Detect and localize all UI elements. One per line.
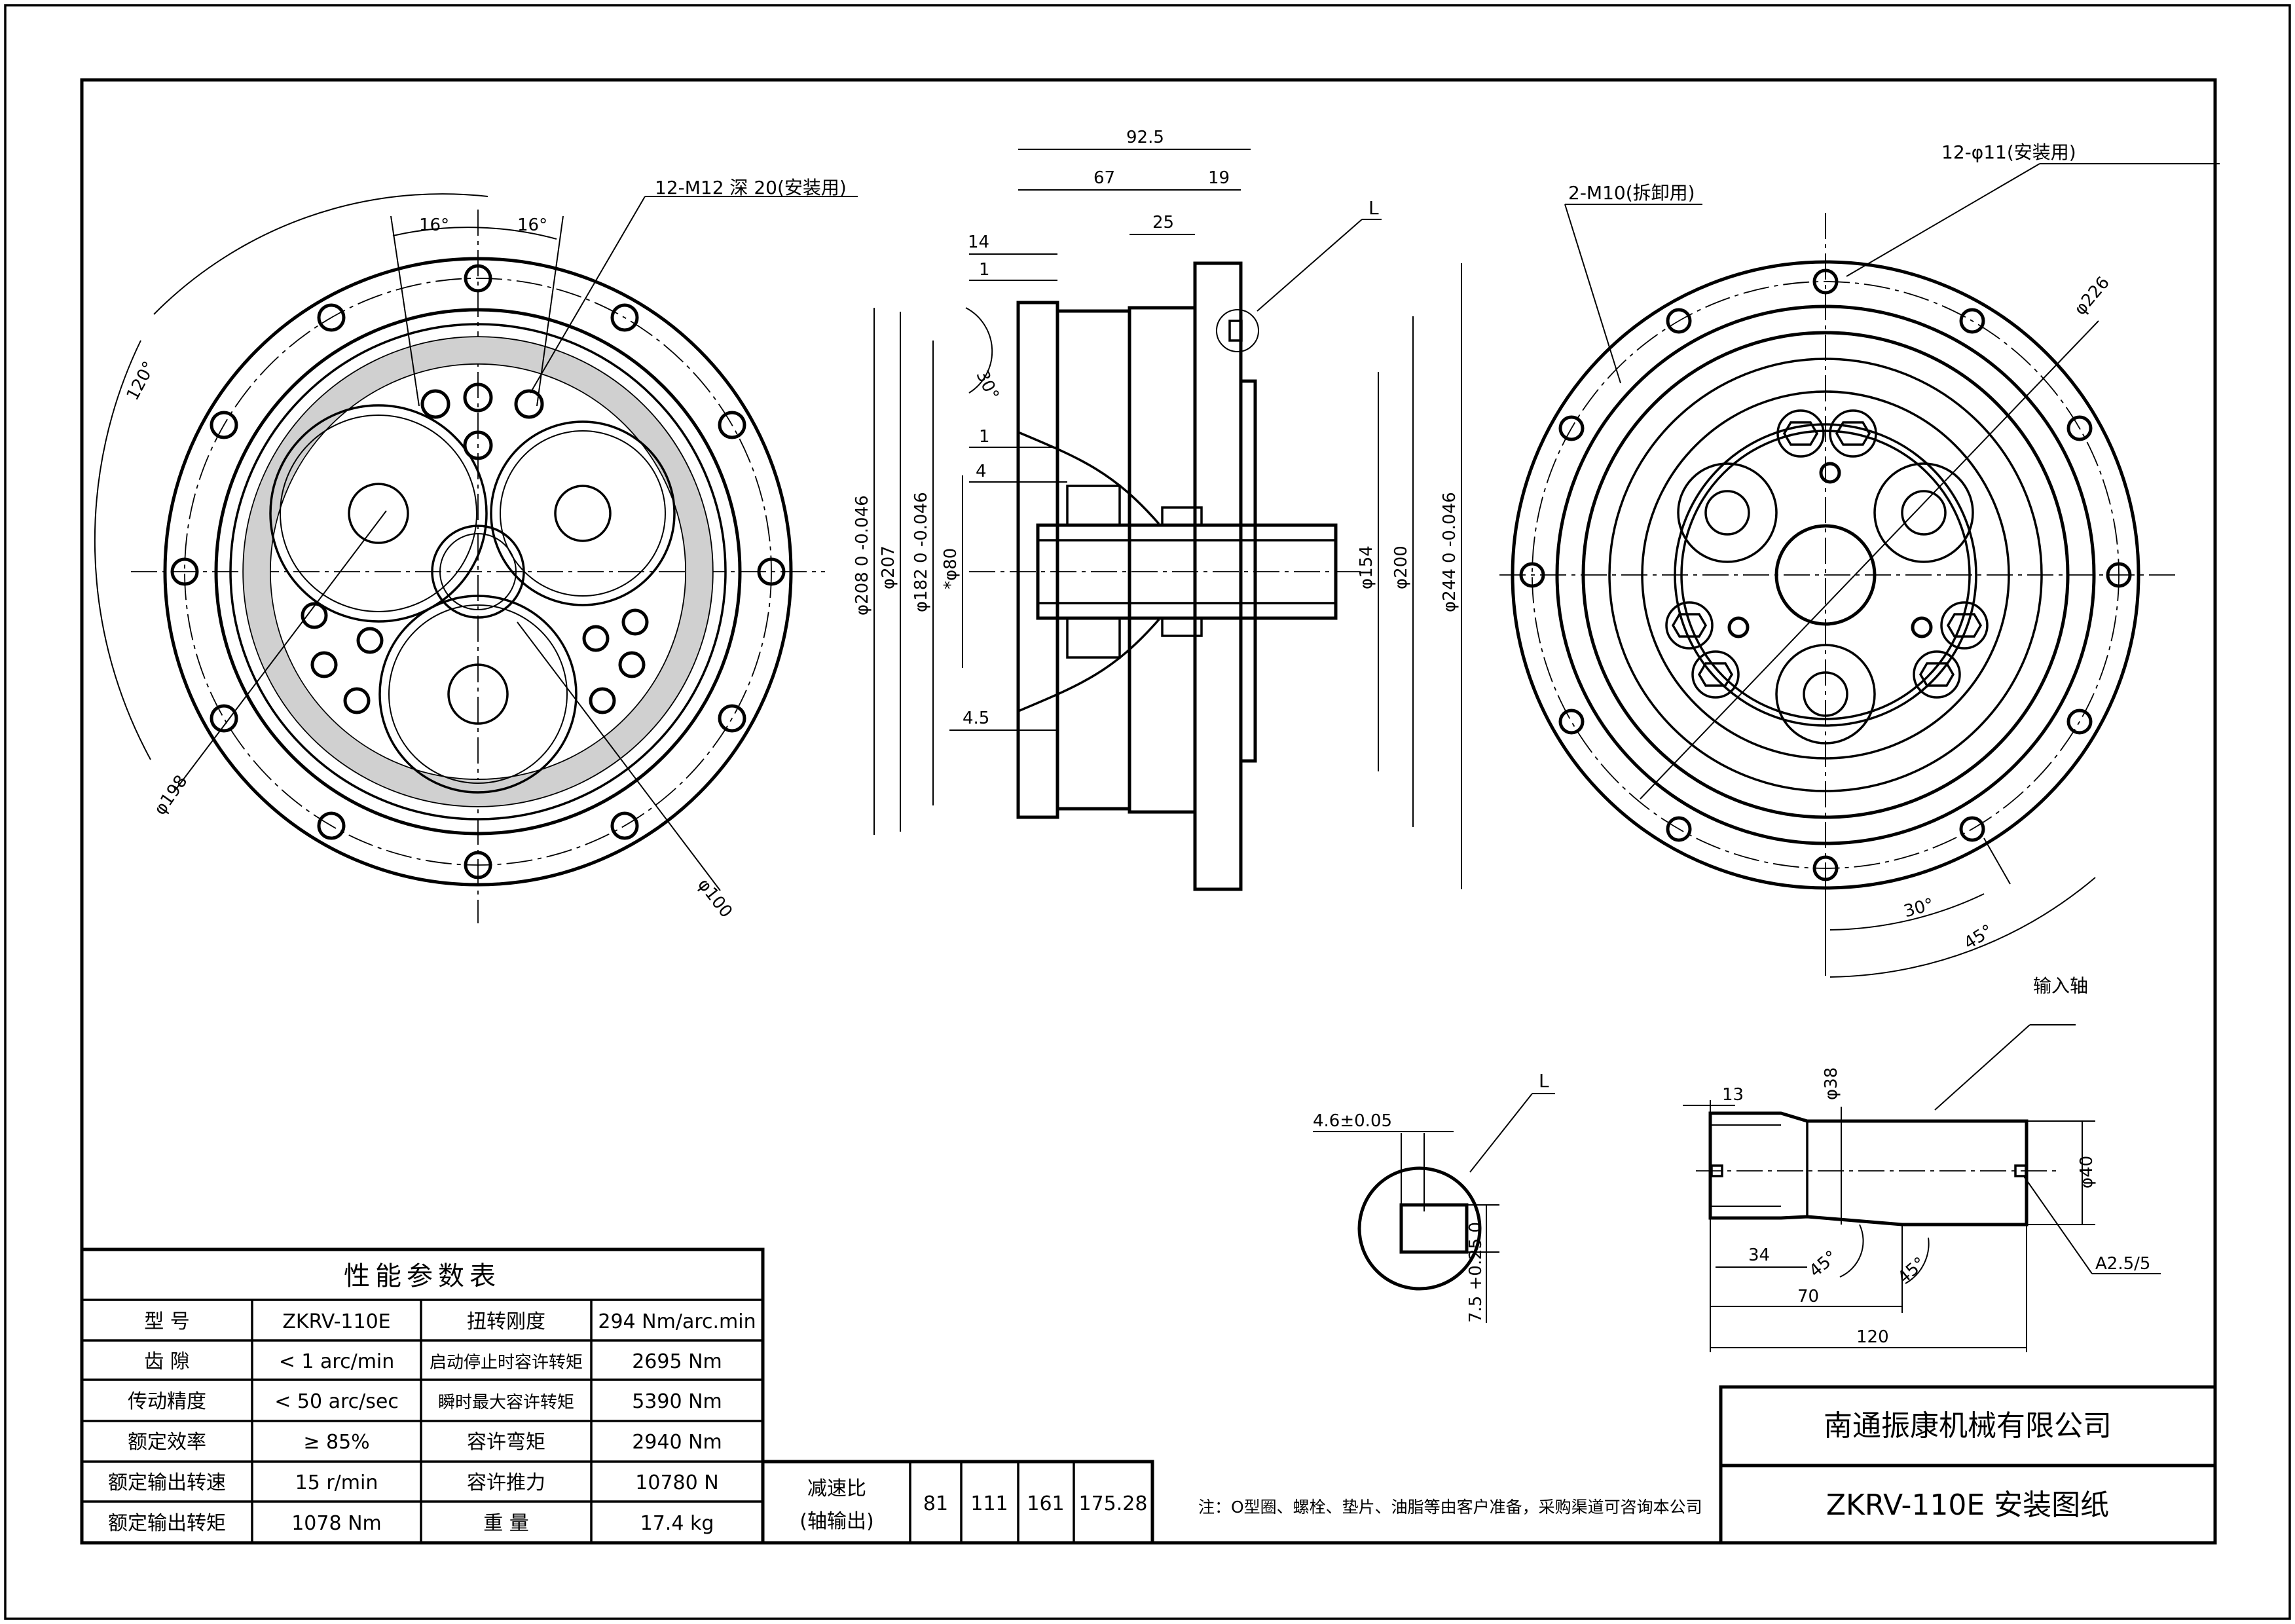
- shaft-dia-40: φ40: [2077, 1156, 2097, 1189]
- rear-holes-label-a: 12-φ11(安装用): [1941, 141, 2076, 163]
- param-cell-3-1: ≥ 85%: [303, 1431, 369, 1454]
- side-dim-4: 4: [976, 462, 987, 481]
- param-cell-2-1: < 50 arc/sec: [274, 1390, 399, 1413]
- bolt-holes-pcd: [170, 264, 786, 879]
- param-cell-5-3: 17.4 kg: [640, 1512, 714, 1535]
- side-dim-1b: 1: [979, 427, 990, 447]
- shaft-dim-120: 120: [1856, 1327, 1889, 1347]
- side-dia-80: *φ80: [941, 548, 961, 589]
- front-angle-c: 120°: [123, 358, 160, 403]
- shaft-dia-38: φ38: [1822, 1067, 1841, 1100]
- param-cell-2-3: 5390 Nm: [632, 1390, 722, 1413]
- side-view: [873, 149, 1462, 891]
- detail-l: [1313, 1093, 1555, 1323]
- side-dia-182: φ182 0 -0.046: [911, 492, 931, 612]
- title-block: [1719, 1385, 2217, 1545]
- front-dia-pcd: φ198: [151, 771, 192, 819]
- param-cell-3-2: 容许弯矩: [467, 1431, 545, 1454]
- param-cell-1-1: < 1 arc/min: [279, 1350, 395, 1373]
- side-dim-14: 14: [968, 232, 989, 252]
- hex-bolts: [1665, 409, 1989, 699]
- shaft-dim-34: 34: [1748, 1246, 1770, 1265]
- input-shaft: [1683, 1024, 2161, 1352]
- shaft-dim-70: 70: [1797, 1287, 1819, 1306]
- ratio-value-161: 161: [1027, 1492, 1064, 1515]
- side-dim-25: 25: [1152, 213, 1174, 232]
- side-dim-67: 67: [1093, 168, 1115, 188]
- param-cell-4-2: 容许推力: [467, 1471, 545, 1494]
- param-table-title: 性能参数表: [344, 1261, 501, 1291]
- param-cell-5-2: 重 量: [483, 1512, 529, 1535]
- ratio-value-81: 81: [923, 1492, 948, 1515]
- rear-holes-label-b: 2-M10(拆卸用): [1568, 182, 1695, 204]
- side-dim-total: 92.5: [1126, 128, 1164, 147]
- drawing-title: ZKRV-110E 安装图纸: [1826, 1488, 2109, 1522]
- side-dia-200: φ200: [1391, 545, 1411, 589]
- param-cell-1-3: 2695 Nm: [632, 1350, 722, 1373]
- front-view: [94, 193, 858, 923]
- param-cell-3-3: 2940 Nm: [632, 1431, 722, 1454]
- front-angle-b: 16°: [517, 215, 547, 235]
- param-cell-0-1: ZKRV-110E: [282, 1310, 390, 1333]
- param-cell-0-3: 294 Nm/arc.min: [598, 1310, 756, 1333]
- shaft-center-hole: A2.5/5: [2095, 1254, 2150, 1274]
- param-cell-0-2: 扭转刚度: [467, 1310, 545, 1333]
- side-dim-45: 4.5: [963, 709, 989, 728]
- shaft-angle-a: 45°: [1806, 1247, 1842, 1282]
- ratio-table: [761, 1460, 1154, 1545]
- ratio-value-111: 111: [970, 1492, 1008, 1515]
- shaft-dim-13: 13: [1722, 1085, 1744, 1105]
- rear-angle-45: 45°: [1960, 921, 1996, 953]
- param-cell-5-0: 额定输出转矩: [108, 1512, 226, 1535]
- param-cell-1-0: 齿 隙: [144, 1350, 190, 1373]
- detail-key-width: 4.6±0.05: [1313, 1111, 1392, 1131]
- param-cell-4-3: 10780 N: [635, 1471, 718, 1494]
- param-cell-2-0: 传动精度: [128, 1390, 206, 1413]
- param-cell-4-0: 额定输出转速: [108, 1471, 226, 1494]
- param-table: [80, 1247, 765, 1545]
- side-dia-154: φ154: [1357, 545, 1376, 589]
- company-name: 南通振康机械有限公司: [1824, 1409, 2112, 1443]
- shaft-angle-b: 45°: [1894, 1253, 1930, 1288]
- ratio-label-2: (轴输出): [799, 1510, 873, 1533]
- detail-l-ref: L: [1539, 1070, 1549, 1092]
- side-dia-207: φ207: [879, 545, 898, 589]
- side-angle-30: 30°: [972, 367, 1002, 403]
- front-dia-inner: φ100: [693, 875, 736, 921]
- param-cell-4-1: 15 r/min: [295, 1471, 378, 1494]
- ratio-label-1: 减速比: [807, 1477, 866, 1500]
- side-dia-244: φ244 0 -0.046: [1440, 492, 1460, 612]
- input-shaft-label: 输入轴: [2033, 975, 2088, 997]
- side-dim-19: 19: [1208, 168, 1230, 188]
- m12-holes: [301, 382, 649, 714]
- detail-key-depth: 7.5 +0.25 0: [1466, 1222, 1486, 1323]
- param-cell-3-0: 额定效率: [128, 1431, 206, 1454]
- front-angle-a: 16°: [419, 215, 449, 235]
- ratio-value-175: 175.28: [1079, 1492, 1148, 1515]
- side-dia-208: φ208 0 -0.046: [853, 495, 872, 616]
- side-dim-1a: 1: [979, 260, 990, 280]
- rear-bolt-holes: [1519, 268, 2132, 881]
- side-detail-ref: L: [1368, 197, 1379, 219]
- drawing-note: 注：O型圈、螺栓、垫片、油脂等由客户准备，采购渠道可咨询本公司: [1198, 1498, 1702, 1517]
- rear-dia-226: φ226: [2070, 273, 2114, 319]
- param-cell-2-2: 瞬时最大容许转矩: [438, 1393, 574, 1412]
- rear-angle-30: 30°: [1901, 895, 1936, 921]
- param-cell-5-1: 1078 Nm: [291, 1512, 382, 1535]
- rear-view: [1499, 163, 2220, 978]
- param-cell-1-2: 启动停止时容许转矩: [430, 1353, 583, 1373]
- front-holes-label: 12-M12 深 20(安装用): [655, 177, 847, 198]
- param-cell-0-0: 型 号: [144, 1310, 190, 1333]
- sheet-border: [4, 4, 2291, 1620]
